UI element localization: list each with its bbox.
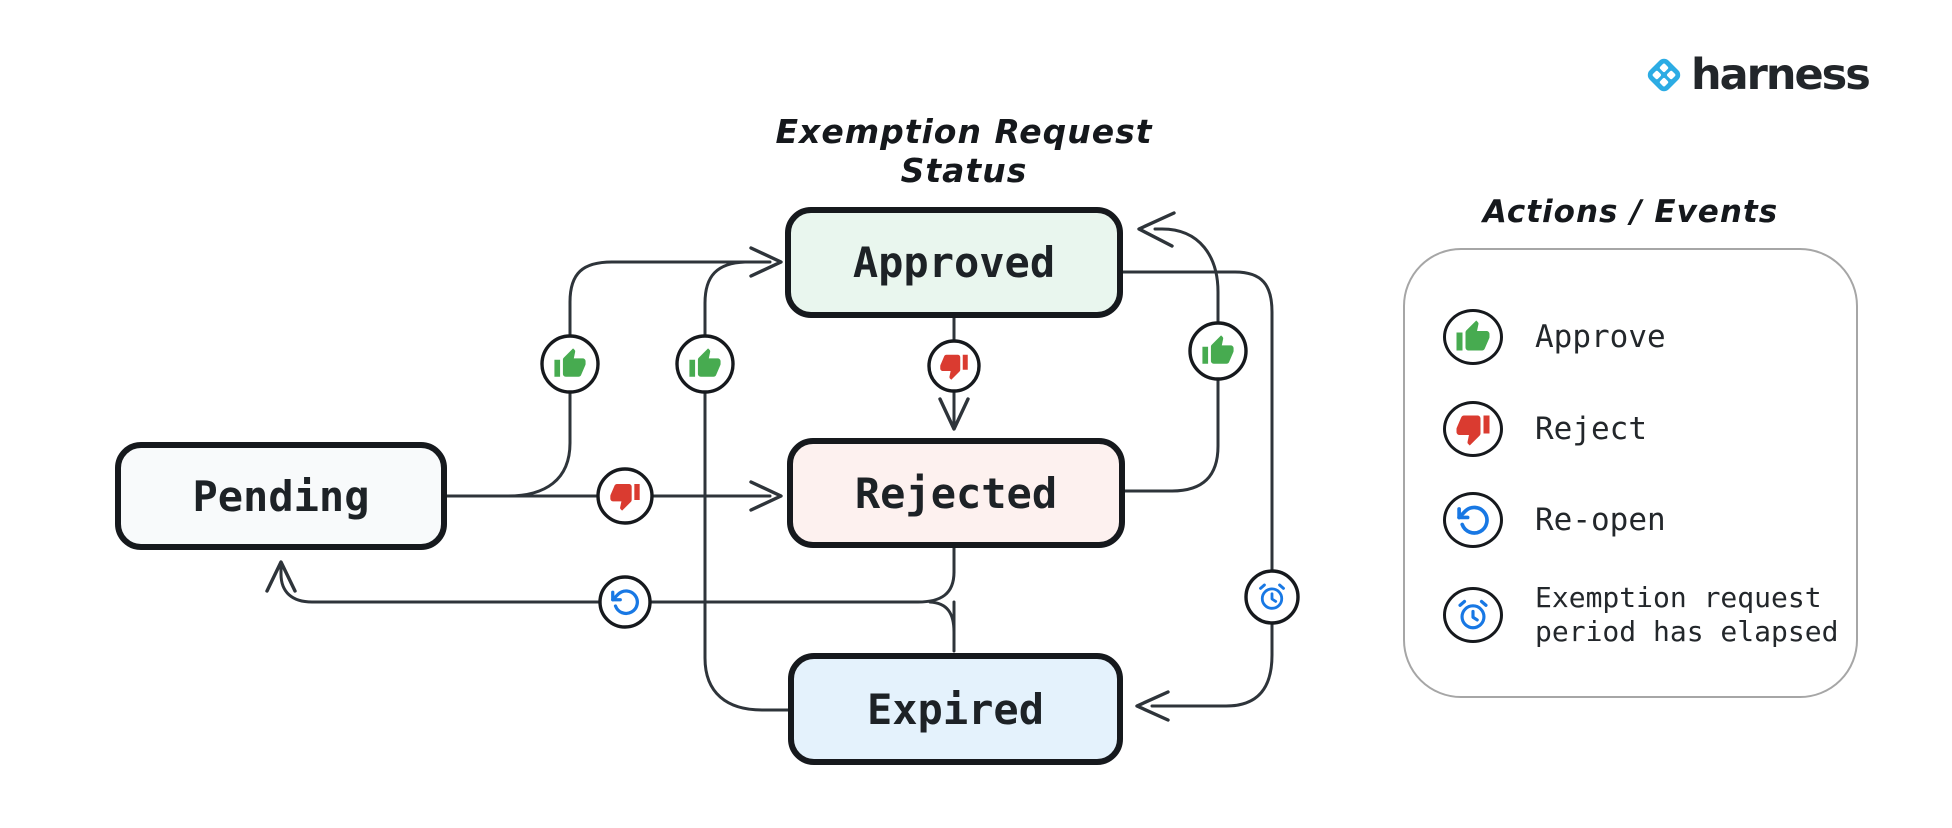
harness-logo: harness xyxy=(1641,49,1871,100)
thumbs-down-icon xyxy=(1455,411,1491,447)
edge-pending-to-approved xyxy=(445,246,783,498)
legend-item-elapsed: Exemption request period has elapsed xyxy=(1443,581,1847,649)
legend-reopen-label: Re-open xyxy=(1535,502,1666,538)
legend-approve-circle xyxy=(1443,309,1503,365)
reopen-badge xyxy=(598,575,652,629)
legend-panel: Approve Reject Re-open Exemption request… xyxy=(1403,248,1858,698)
approve-badge-rejected xyxy=(1188,321,1248,381)
edge-expired-to-approved xyxy=(703,260,790,712)
diagram-title: Exemption Request Status xyxy=(775,112,1153,190)
legend-elapsed-circle xyxy=(1443,587,1503,643)
approve-badge-pending xyxy=(540,334,600,394)
legend-reject-label: Reject xyxy=(1535,411,1647,447)
harness-logo-icon xyxy=(1641,52,1687,98)
legend-reopen-circle xyxy=(1443,492,1503,548)
legend-approve-label: Approve xyxy=(1535,319,1666,355)
approve-badge-expired xyxy=(675,334,735,394)
edge-rejected-to-expired xyxy=(928,546,956,653)
state-rejected: Rejected xyxy=(787,438,1125,548)
edge-rejected-to-approved xyxy=(1123,211,1220,493)
state-expired: Expired xyxy=(788,653,1123,765)
legend-elapsed-label: Exemption request period has elapsed xyxy=(1535,581,1839,648)
legend-item-approve: Approve xyxy=(1443,309,1666,365)
thumbs-up-icon xyxy=(1455,319,1491,355)
legend-item-reject: Reject xyxy=(1443,401,1647,457)
legend-item-reopen: Re-open xyxy=(1443,492,1666,548)
edge-approved-to-expired xyxy=(1121,270,1274,722)
harness-logo-text: harness xyxy=(1691,49,1871,100)
alarm-clock-icon xyxy=(1455,597,1491,633)
reject-badge-pending xyxy=(596,467,654,525)
legend-reject-circle xyxy=(1443,401,1503,457)
state-approved: Approved xyxy=(785,207,1123,318)
legend-title: Actions / Events xyxy=(1482,194,1779,230)
reopen-icon xyxy=(1456,503,1490,537)
reject-badge-approved xyxy=(927,339,981,393)
elapsed-badge xyxy=(1244,569,1300,625)
state-pending: Pending xyxy=(115,442,447,550)
